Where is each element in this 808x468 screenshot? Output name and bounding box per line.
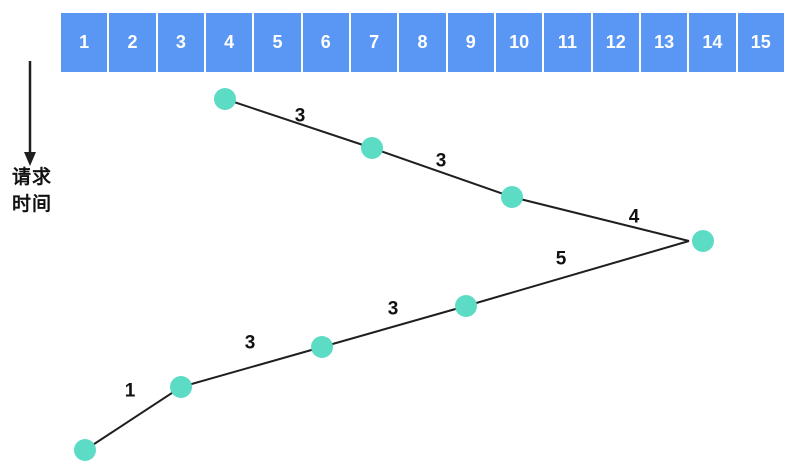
timeline-block-12: 12 [592, 13, 639, 72]
data-point-dot-1 [214, 88, 236, 110]
segment-label-7: 1 [125, 381, 136, 402]
segment-label-5: 3 [388, 299, 399, 320]
timeline-block-8: 8 [399, 13, 446, 72]
timeline-block-6: 6 [302, 13, 349, 72]
axis-label-line-1: 请求 [11, 167, 52, 188]
timeline-block-7: 7 [350, 13, 398, 72]
data-point-dot-5 [455, 295, 477, 317]
segment-label-2: 3 [436, 151, 447, 172]
time-axis-arrowhead-icon [24, 152, 36, 166]
segment-label-3: 4 [629, 207, 640, 228]
segment-label-4: 5 [556, 249, 567, 270]
request-time-axis-label: 请求 时间 [6, 164, 58, 218]
path-segment-line-2 [84, 240, 690, 451]
timeline-block-1: 1 [61, 13, 108, 72]
segment-label-6: 3 [245, 333, 256, 354]
data-point-dot-4 [692, 230, 714, 252]
data-point-dot-2 [361, 137, 383, 159]
data-point-dot-3 [501, 186, 523, 208]
timeline-block-15: 15 [737, 13, 784, 72]
data-point-dot-8 [74, 439, 96, 461]
timeline-block-9: 9 [447, 13, 494, 72]
timeline-block-13: 13 [640, 13, 688, 72]
axis-label-line-2: 时间 [11, 194, 52, 215]
data-point-dot-7 [170, 376, 192, 398]
timeline-block-10: 10 [495, 13, 543, 72]
timeline-block-5: 5 [254, 13, 301, 72]
timeline-block-3: 3 [157, 13, 204, 72]
segment-label-1: 3 [295, 106, 306, 127]
timeline-block-14: 14 [689, 13, 736, 72]
timeline-block-4: 4 [205, 13, 253, 72]
timeline-block-11: 11 [544, 13, 591, 72]
data-point-dot-6 [311, 336, 333, 358]
timeline-block-2: 2 [109, 13, 156, 72]
path-segment-line-1 [224, 98, 690, 242]
